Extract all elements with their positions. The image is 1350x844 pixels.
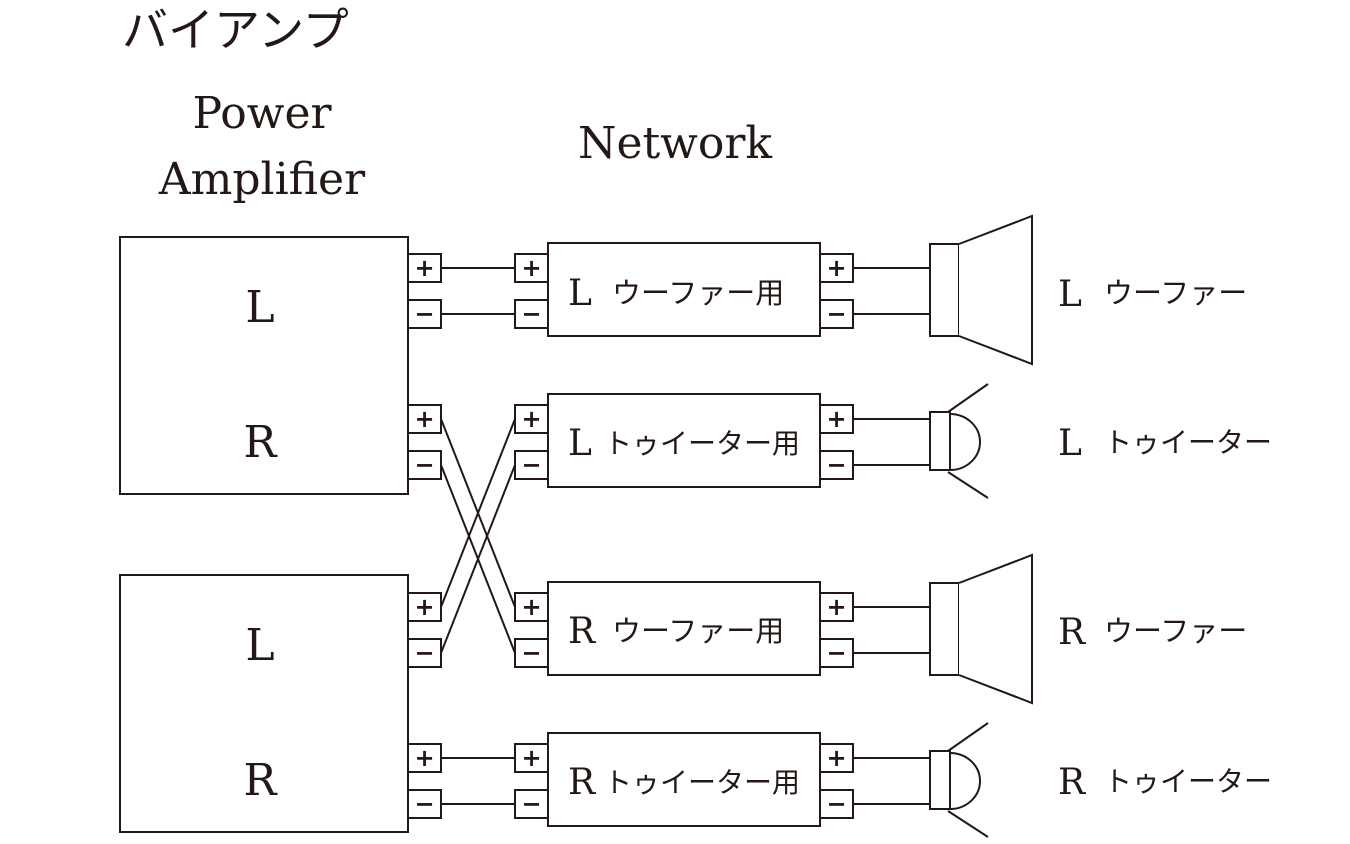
minus-terminal [407, 638, 442, 668]
network-box [547, 581, 821, 676]
minus-symbol: − [521, 639, 541, 667]
network-label: ウーファー用 [612, 276, 784, 310]
speaker-channel: L [1058, 274, 1082, 315]
speaker-channel: R [1058, 612, 1086, 653]
plus-symbol: + [521, 405, 541, 433]
plus-terminal [514, 253, 549, 283]
minus-terminal [407, 789, 442, 819]
plus-terminal [514, 404, 549, 434]
speaker-channel: R [1058, 762, 1086, 803]
plus-symbol: + [414, 593, 434, 621]
network-box [547, 393, 821, 488]
plus-symbol: + [414, 744, 434, 772]
woofer-speaker-icon [929, 553, 1033, 705]
plus-terminal [407, 404, 442, 434]
tweeter-speaker-icon [929, 383, 989, 499]
plus-symbol: + [826, 254, 846, 282]
amp-channel-label: R [243, 755, 278, 806]
plus-terminal [407, 743, 442, 773]
power-amplifier-2: L R + − + − [119, 574, 442, 833]
network-label: トゥイーター用 [604, 427, 800, 460]
plus-terminal [407, 253, 442, 283]
plus-terminal [819, 404, 854, 434]
network-box [547, 732, 821, 827]
plus-symbol: + [521, 254, 541, 282]
network-row-l-tweeter: + − L トゥイーター用 + − L トゥイーター [514, 383, 1272, 499]
plus-symbol: + [414, 254, 434, 282]
minus-terminal [407, 450, 442, 480]
minus-symbol: − [414, 639, 434, 667]
woofer-speaker-icon [929, 214, 1033, 366]
minus-symbol: − [521, 451, 541, 479]
network-channel: R [568, 611, 596, 652]
minus-terminal [407, 299, 442, 329]
amplifier-box [119, 236, 409, 495]
plus-symbol: + [826, 405, 846, 433]
network-channel: L [568, 273, 592, 314]
network-label: ウーファー用 [612, 614, 784, 648]
minus-symbol: − [414, 451, 434, 479]
speaker-label: ウーファー [1104, 614, 1247, 648]
network-row-r-woofer: + − R ウーファー用 + − R ウーファー [514, 553, 1247, 705]
power-amp-heading-line2: Amplifier [158, 154, 366, 205]
minus-symbol: − [826, 451, 846, 479]
plus-symbol: + [521, 593, 541, 621]
network-box [547, 242, 821, 337]
minus-symbol: − [826, 790, 846, 818]
amp-channel-label: R [243, 417, 278, 468]
network-heading: Network [578, 118, 772, 169]
speaker-label: トゥイーター [1104, 765, 1272, 798]
cross-wire-minus-l2 [440, 464, 516, 654]
plus-terminal [819, 743, 854, 773]
plus-symbol: + [826, 593, 846, 621]
tweeter-speaker-icon [929, 722, 989, 838]
network-row-l-woofer: + − L ウーファー用 + − L ウーファー [514, 214, 1247, 366]
plus-terminal [514, 743, 549, 773]
minus-symbol: − [414, 300, 434, 328]
network-channel: L [568, 423, 592, 464]
minus-terminal [514, 789, 549, 819]
minus-symbol: − [521, 790, 541, 818]
minus-symbol: − [826, 639, 846, 667]
diagram-title: バイアンプ [122, 3, 349, 57]
minus-symbol: − [826, 300, 846, 328]
amp-channel-label: L [245, 620, 274, 671]
minus-symbol: − [414, 790, 434, 818]
minus-terminal [819, 450, 854, 480]
cross-wire-plus-l2 [440, 418, 516, 608]
amplifier-box [119, 574, 409, 833]
amp-channel-label: L [245, 282, 274, 333]
power-amplifier-1: L R + − + − [119, 236, 442, 495]
plus-terminal [819, 592, 854, 622]
minus-terminal [514, 299, 549, 329]
minus-symbol: − [521, 300, 541, 328]
plus-terminal [819, 253, 854, 283]
network-label: トゥイーター用 [604, 766, 800, 799]
plus-symbol: + [826, 744, 846, 772]
speaker-label: トゥイーター [1104, 426, 1272, 459]
speaker-label: ウーファー [1104, 276, 1247, 310]
power-amp-heading-line1: Power [192, 88, 332, 139]
plus-symbol: + [521, 744, 541, 772]
plus-symbol: + [414, 405, 434, 433]
network-row-r-tweeter: + − R トゥイーター用 + − R トゥイーター [514, 722, 1272, 838]
speaker-channel: L [1058, 423, 1082, 464]
plus-terminal [407, 592, 442, 622]
network-channel: R [568, 762, 596, 803]
